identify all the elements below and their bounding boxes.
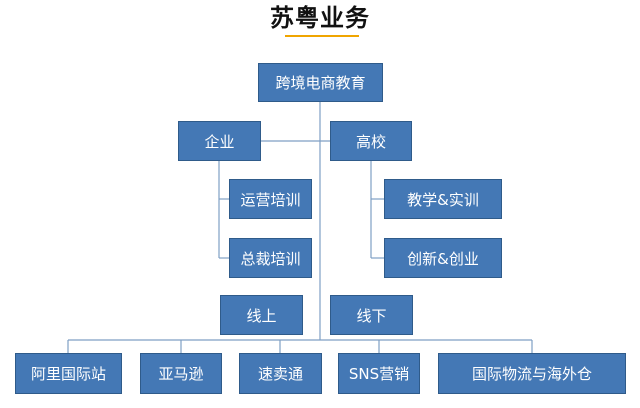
- page-title: 苏粤业务: [270, 4, 370, 32]
- title-underline: [285, 35, 359, 37]
- node-university: 高校: [330, 121, 412, 161]
- node-innovation-entrepreneurship: 创新&创业: [384, 238, 502, 278]
- node-aliexpress: 速卖通: [239, 353, 322, 394]
- node-sns-marketing: SNS营销: [338, 353, 420, 394]
- node-operations-training: 运营培训: [229, 179, 312, 219]
- node-enterprise: 企业: [178, 121, 261, 161]
- node-offline: 线下: [330, 295, 413, 335]
- node-alibaba-international: 阿里国际站: [15, 353, 122, 394]
- node-executive-training: 总裁培训: [229, 238, 312, 278]
- node-online: 线上: [220, 295, 303, 335]
- node-cross-border-ecommerce-education: 跨境电商教育: [258, 63, 383, 102]
- node-amazon: 亚马逊: [140, 353, 222, 394]
- node-teaching-practice: 教学&实训: [384, 179, 502, 219]
- node-logistics-overseas-warehouse: 国际物流与海外仓: [438, 353, 626, 394]
